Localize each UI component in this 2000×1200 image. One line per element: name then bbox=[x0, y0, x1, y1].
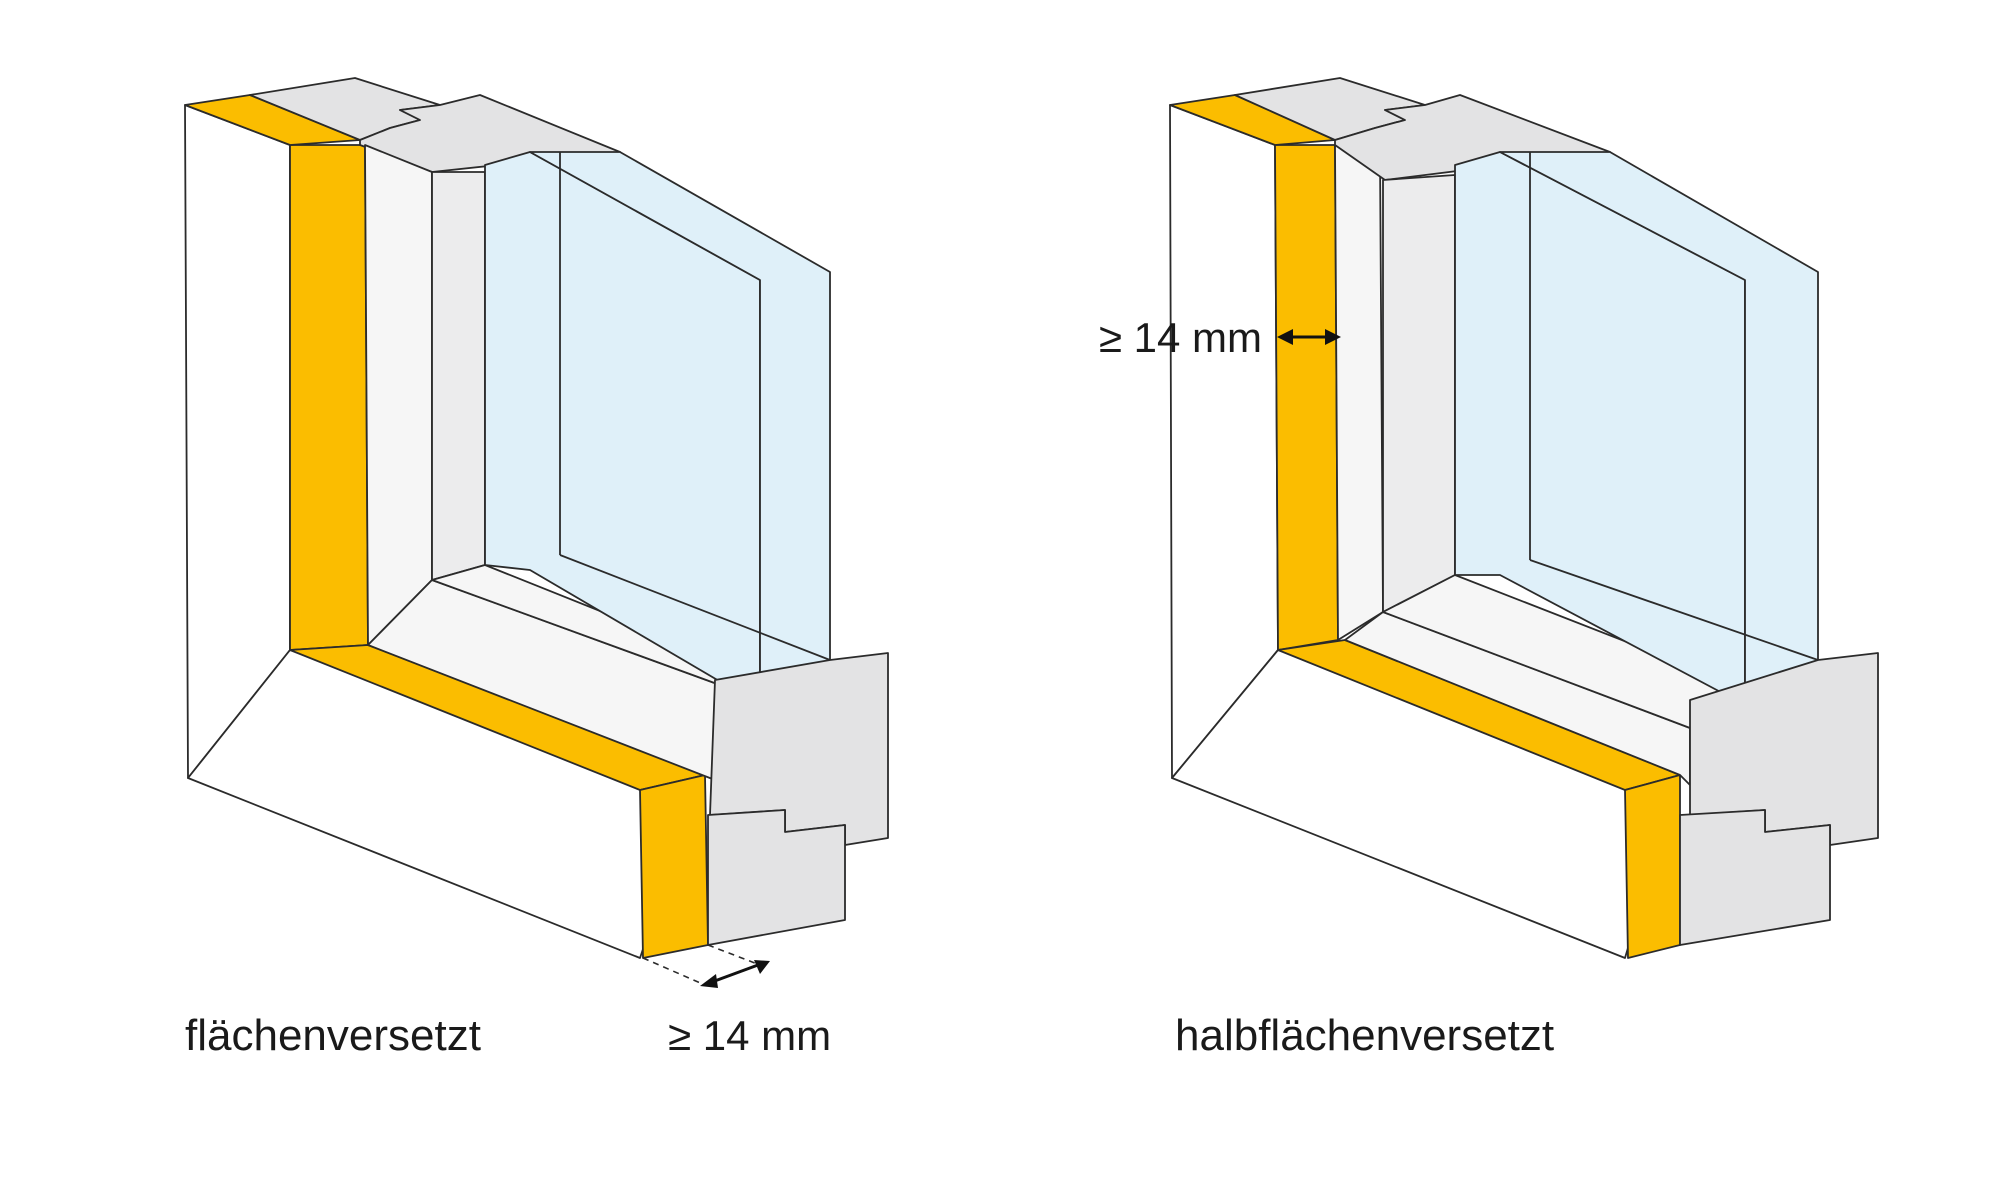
frame-inner-side bbox=[1334, 144, 1384, 641]
sash-side bbox=[1382, 174, 1456, 613]
diagram-caption: flächenversetzt bbox=[185, 1011, 481, 1060]
profile-cross-section-lower bbox=[1679, 809, 1831, 946]
dimension-arrow bbox=[1277, 329, 1341, 345]
seal-strip-vertical bbox=[1274, 144, 1339, 651]
glass-edge bbox=[559, 554, 831, 661]
dimension-label: ≥ 14 mm bbox=[668, 1012, 831, 1059]
profile-flaechenversetzt: flächenversetzt ≥ 14 mm bbox=[184, 77, 889, 1060]
seal-strip-vertical bbox=[289, 144, 369, 651]
profile-halbflaechenversetzt: ≥ 14 mm halbflächenversetzt bbox=[1099, 77, 1879, 1060]
dimension-guide bbox=[707, 944, 761, 966]
dimension-guide bbox=[642, 957, 706, 986]
dimension-arrow bbox=[700, 960, 770, 988]
diagram-caption: halbflächenversetzt bbox=[1175, 1011, 1554, 1060]
frame-inner-side bbox=[364, 144, 433, 646]
seal-strip-section bbox=[639, 774, 709, 959]
sash-side bbox=[431, 171, 486, 581]
glass-edge bbox=[1529, 559, 1819, 661]
dimension-label: ≥ 14 mm bbox=[1099, 314, 1262, 361]
seal-strip-section bbox=[1624, 774, 1681, 959]
profile-cross-section-lower bbox=[707, 809, 846, 946]
